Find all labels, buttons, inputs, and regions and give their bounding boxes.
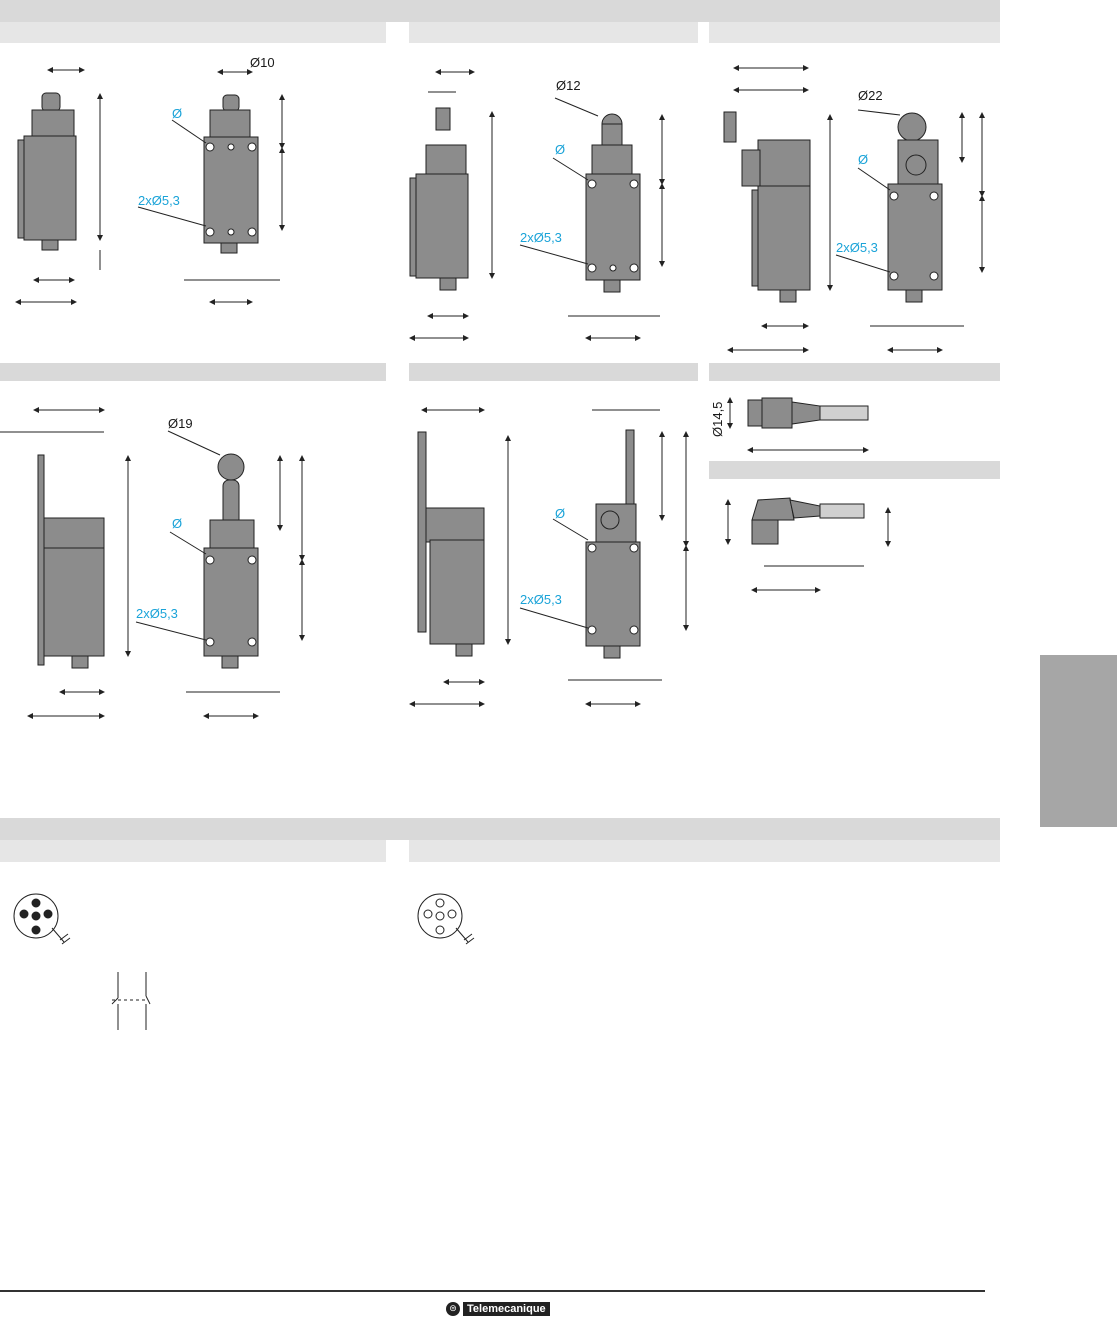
label-holes-3: 2xØ5,3	[836, 240, 878, 255]
connector-pinout-1	[13, 893, 71, 945]
label-dia-10: Ø10	[250, 55, 275, 70]
plunger-side-view	[15, 67, 103, 305]
brand-mark-icon: ⊜	[446, 1302, 460, 1316]
label-dia-19: Ø19	[168, 416, 193, 431]
adjustable-lever-front-view	[135, 430, 305, 719]
section-header-bar-2b	[409, 363, 698, 381]
section-header-bar-3	[0, 818, 1000, 840]
label-dia-14-5: Ø14,5	[710, 402, 725, 437]
roller-plunger-front-view	[519, 97, 665, 341]
contact-symbol	[111, 972, 151, 1030]
side-tab	[1040, 655, 1117, 827]
label-dia-2: Ø	[555, 142, 565, 157]
section-subheader-bar-1c	[709, 22, 1000, 43]
label-holes-5: 2xØ5,3	[520, 592, 562, 607]
label-dia-22: Ø22	[858, 88, 883, 103]
label-dia-5: Ø	[555, 506, 565, 521]
label-holes-1: 2xØ5,3	[138, 193, 180, 208]
rod-lever-front-view	[519, 409, 689, 707]
section-subheader-bar-3a	[0, 840, 386, 862]
label-holes-2: 2xØ5,3	[520, 230, 562, 245]
section-header-bar-1	[0, 0, 1000, 22]
label-holes-4: 2xØ5,3	[136, 606, 178, 621]
section-header-bar-2c	[709, 363, 1000, 381]
rod-lever-side-view	[409, 407, 511, 707]
roller-plunger-side-view	[409, 69, 495, 341]
section-subheader-bar-1b	[409, 22, 698, 43]
straight-connector	[727, 397, 869, 453]
footer-rule	[0, 1290, 985, 1292]
section-subheader-bar-1a	[0, 22, 386, 43]
roller-lever-front-view	[835, 109, 985, 353]
label-dia-3: Ø	[858, 152, 868, 167]
brand-logo: ⊜ Telemecanique	[446, 1302, 550, 1316]
connector-pinout-2	[417, 893, 475, 945]
brand-name: Telemecanique	[463, 1302, 550, 1316]
elbow-connector	[725, 497, 891, 593]
label-dia-4: Ø	[172, 516, 182, 531]
plunger-front-view	[137, 69, 285, 305]
section-header-bar-2d	[709, 461, 1000, 479]
adjustable-lever-side-view	[0, 407, 131, 719]
section-subheader-bar-3b	[409, 840, 1000, 862]
label-dia-12: Ø12	[556, 78, 581, 93]
label-dia-1: Ø	[172, 106, 182, 121]
section-header-bar-2a	[0, 363, 386, 381]
roller-lever-side-view	[723, 65, 833, 353]
